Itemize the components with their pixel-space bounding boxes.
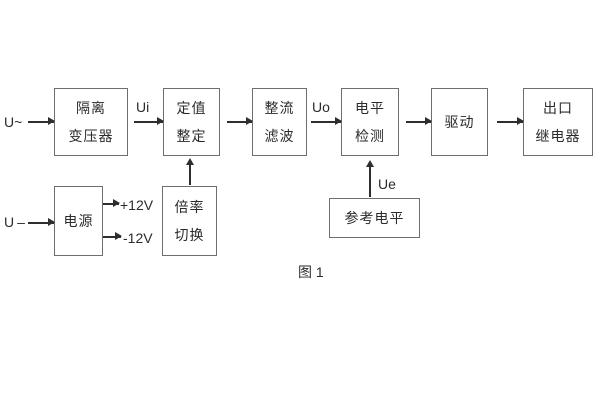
block-setpoint-adjust: 定值 整定: [163, 88, 220, 156]
arrow-reference-to-level: [366, 160, 374, 197]
arrow-setpoint-to-rectifier: [227, 117, 253, 125]
arrow-power-minus-12v: [103, 232, 122, 240]
arrow-level-to-drive: [406, 117, 432, 125]
block-label: 继电器: [535, 128, 581, 144]
arrow-drive-to-relay: [497, 117, 524, 125]
block-rectifier-filter: 整流 滤波: [252, 88, 307, 156]
arrow-transformer-to-setpoint: [134, 117, 164, 125]
label-uo: Uo: [312, 99, 330, 115]
block-label: 倍率: [174, 199, 205, 215]
arrow-ratio-to-setpoint: [186, 158, 194, 185]
block-output-relay: 出口 继电器: [523, 88, 593, 156]
arrow-power-plus-12v: [103, 199, 120, 207]
arrow-input-dc-to-power: [28, 218, 55, 226]
block-label: 驱动: [444, 114, 475, 130]
block-reference-level: 参考电平: [329, 198, 420, 238]
block-label: 电平: [355, 100, 385, 116]
block-label: 参考电平: [344, 210, 405, 226]
block-label: 切换: [174, 227, 205, 243]
block-drive: 驱动: [431, 88, 488, 156]
block-label: 电源: [63, 213, 94, 229]
block-label: 滤波: [264, 128, 295, 144]
label-ui: Ui: [136, 99, 150, 115]
block-label: 定值: [176, 100, 207, 116]
label-input-ac: U~: [4, 114, 23, 130]
block-level-detect: 电平 检测: [341, 88, 399, 156]
label-input-dc: U–: [4, 214, 28, 230]
arrow-input-ac-to-transformer: [28, 117, 55, 125]
block-power-supply: 电源: [54, 186, 103, 256]
block-label: 整定: [176, 128, 207, 144]
block-label: 检测: [355, 128, 385, 144]
block-isolation-transformer: 隔离 变压器: [54, 88, 128, 156]
block-label: 变压器: [68, 128, 114, 144]
block-label: 整流: [264, 100, 295, 116]
block-label: 出口: [543, 100, 573, 116]
block-ratio-switch: 倍率 切换: [162, 186, 217, 256]
block-label: 隔离: [76, 100, 106, 116]
arrow-rectifier-to-level: [311, 117, 342, 125]
label-ue: Ue: [378, 176, 396, 192]
figure-caption: 图 1: [298, 264, 324, 280]
label-minus-12v: -12V: [123, 230, 153, 246]
label-plus-12v: +12V: [120, 197, 154, 213]
